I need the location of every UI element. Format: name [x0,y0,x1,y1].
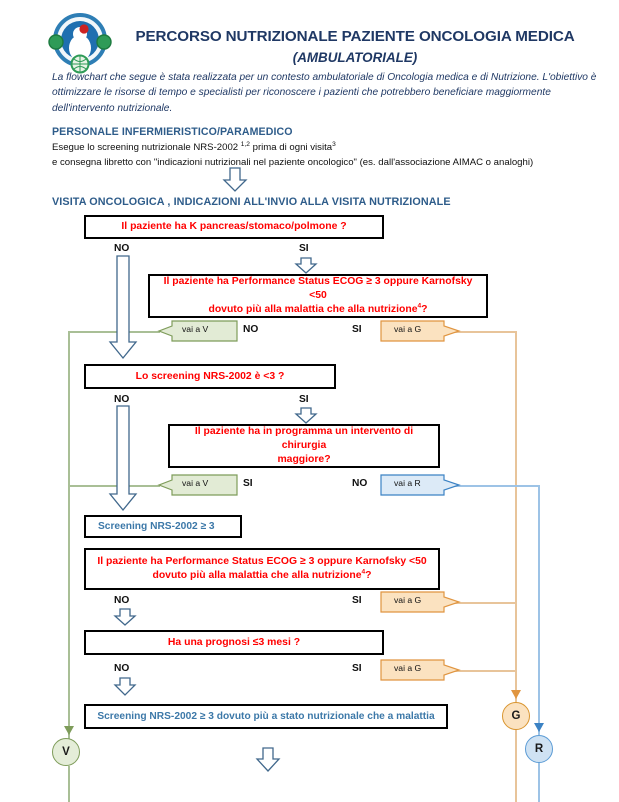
box7-text: Ha una prognosi ≤3 mesi ? [167,636,301,648]
personale-line-2: e consegna libretto con "indicazioni nut… [52,157,534,168]
personale-line-1-text-a: Esegue lo screening nutrizionale NRS-200… [52,142,241,153]
route-line-g-branch-2 [455,602,516,604]
route-line-v-vertical [68,331,70,752]
route-arrow-vai-a-r[interactable]: vai a R [380,474,461,496]
arrowhead-into-v [63,726,75,738]
label-no-box2: NO [243,324,259,335]
label-si-box6: SI [352,595,362,606]
decision-box-chirurgia-maggiore[interactable]: Il paziente ha in programma un intervent… [168,424,440,468]
footnote-ref-4-a: 4 [417,302,422,310]
decision-box-k-pancreas[interactable]: Il paziente ha K pancreas/stomaco/polmon… [84,215,384,239]
terminator-circle-v[interactable]: V [52,738,80,766]
terminator-v-label: V [62,746,70,758]
box6-line-2b: ? [365,570,372,581]
route-line-r-branch [452,485,540,487]
down-arrow-no-box6 [113,608,137,626]
box4-line-2: maggiore? [277,453,331,465]
route-line-g-branch-1 [455,331,516,333]
down-arrow-si-box1 [294,257,318,274]
box6-line-2a: dovuto più alla malattia che alla nutriz… [152,570,362,581]
label-si-box7: SI [352,663,362,674]
box1-text: Il paziente ha K pancreas/stomaco/polmon… [121,221,347,233]
footnote-ref-3: 3 [332,140,336,148]
box3-text: Lo screening NRS-2002 è <3 ? [135,370,285,382]
label-no-box6: NO [114,595,130,606]
route-arrow-vai-a-r-label: vai a R [394,478,421,488]
route-arrow-vai-a-g-1[interactable]: vai a G [380,320,461,342]
personale-line-1: Esegue lo screening nutrizionale NRS-200… [52,141,336,156]
label-no-box3: NO [114,394,130,405]
down-arrow-continuation [255,747,281,772]
down-arrow-no-box7 [113,677,137,696]
label-no-box1: NO [114,243,130,254]
route-arrow-vai-a-g-3-label: vai a G [394,663,422,673]
box6-line-1: Il paziente ha Performance Status ECOG ≥… [97,556,427,568]
arrowhead-into-g [510,690,522,702]
box4-text: Il paziente ha in programma un intervent… [182,425,426,466]
arrowhead-into-r [533,723,545,735]
route-arrow-vai-a-v-2[interactable]: vai a V [157,474,238,496]
section-heading-personale: PERSONALE INFERMIERISTICO/PARAMEDICO [52,126,293,138]
box6-text: Il paziente ha Performance Status ECOG ≥… [97,555,426,582]
terminator-circle-g[interactable]: G [502,702,530,730]
box2-line-2a: dovuto più alla malattia che alla nutriz… [208,303,418,315]
route-arrow-vai-a-g-1-label: vai a G [394,324,422,334]
route-line-g-branch-3 [455,670,516,672]
route-arrow-vai-a-g-3[interactable]: vai a G [380,659,461,681]
long-down-arrow-no-box1 [108,255,138,360]
label-si-box3: SI [299,394,309,405]
nutrition-oncology-logo [47,12,113,74]
label-si-box1: SI [299,243,309,254]
route-line-r-tail [538,763,540,802]
state-box-screening-nutritional-cause: Screening NRS-2002 ≥ 3 dovuto più a stat… [84,704,448,729]
label-si-box2: SI [352,324,362,335]
box2-line-2b: ? [421,303,428,315]
route-arrow-vai-a-g-2[interactable]: vai a G [380,591,461,613]
down-arrow-to-visita [222,167,248,192]
route-arrow-vai-a-g-2-label: vai a G [394,595,422,605]
box2-text: Il paziente ha Performance Status ECOG ≥… [160,275,476,316]
box4-line-1: Il paziente ha in programma un intervent… [194,426,414,452]
terminator-g-label: G [511,710,521,722]
box8-text: Screening NRS-2002 ≥ 3 dovuto più a stat… [97,710,435,722]
decision-box-ecog-karnofsky-1[interactable]: Il paziente ha Performance Status ECOG ≥… [148,274,488,318]
state-box-screening-nrs-ge-3: Screening NRS-2002 ≥ 3 [84,515,242,538]
terminator-r-label: R [534,743,544,755]
label-no-box4: NO [352,478,368,489]
box2-line-1: Il paziente ha Performance Status ECOG ≥… [163,276,473,302]
section-heading-visita: VISITA ONCOLOGICA , INDICAZIONI ALL'INVI… [52,196,451,208]
footnote-ref-1-2: 1,2 [240,140,250,148]
page-subtitle: (AMBULATORIALE) [292,50,418,65]
route-line-v-tail [68,766,70,802]
route-line-g-tail [515,730,517,802]
route-arrow-vai-a-v-1-label: vai a V [182,324,209,334]
route-line-g-vertical [515,331,517,703]
decision-box-prognosi[interactable]: Ha una prognosi ≤3 mesi ? [84,630,384,655]
personale-line-1-text-b: prima di ogni visita [249,142,333,153]
terminator-circle-r[interactable]: R [525,735,553,763]
decision-box-nrs-lt-3[interactable]: Lo screening NRS-2002 è <3 ? [84,364,336,389]
intro-paragraph: La flowchart che segue è stata realizzat… [52,72,597,114]
route-line-r-vertical [538,485,540,735]
route-arrow-vai-a-v-2-label: vai a V [182,478,209,488]
route-line-v-branch-2 [68,485,160,487]
label-si-box4: SI [243,478,253,489]
footnote-ref-4-b: 4 [361,568,366,576]
route-arrow-vai-a-v-1[interactable]: vai a V [157,320,238,342]
decision-box-ecog-karnofsky-2[interactable]: Il paziente ha Performance Status ECOG ≥… [84,548,440,590]
box5-text: Screening NRS-2002 ≥ 3 [98,520,215,532]
page-title: PERCORSO NUTRIZIONALE PAZIENTE ONCOLOGIA… [135,28,575,45]
long-down-arrow-no-box3 [108,405,138,512]
down-arrow-si-box3 [294,407,318,424]
route-line-v-branch-1 [68,331,160,333]
label-no-box7: NO [114,663,130,674]
